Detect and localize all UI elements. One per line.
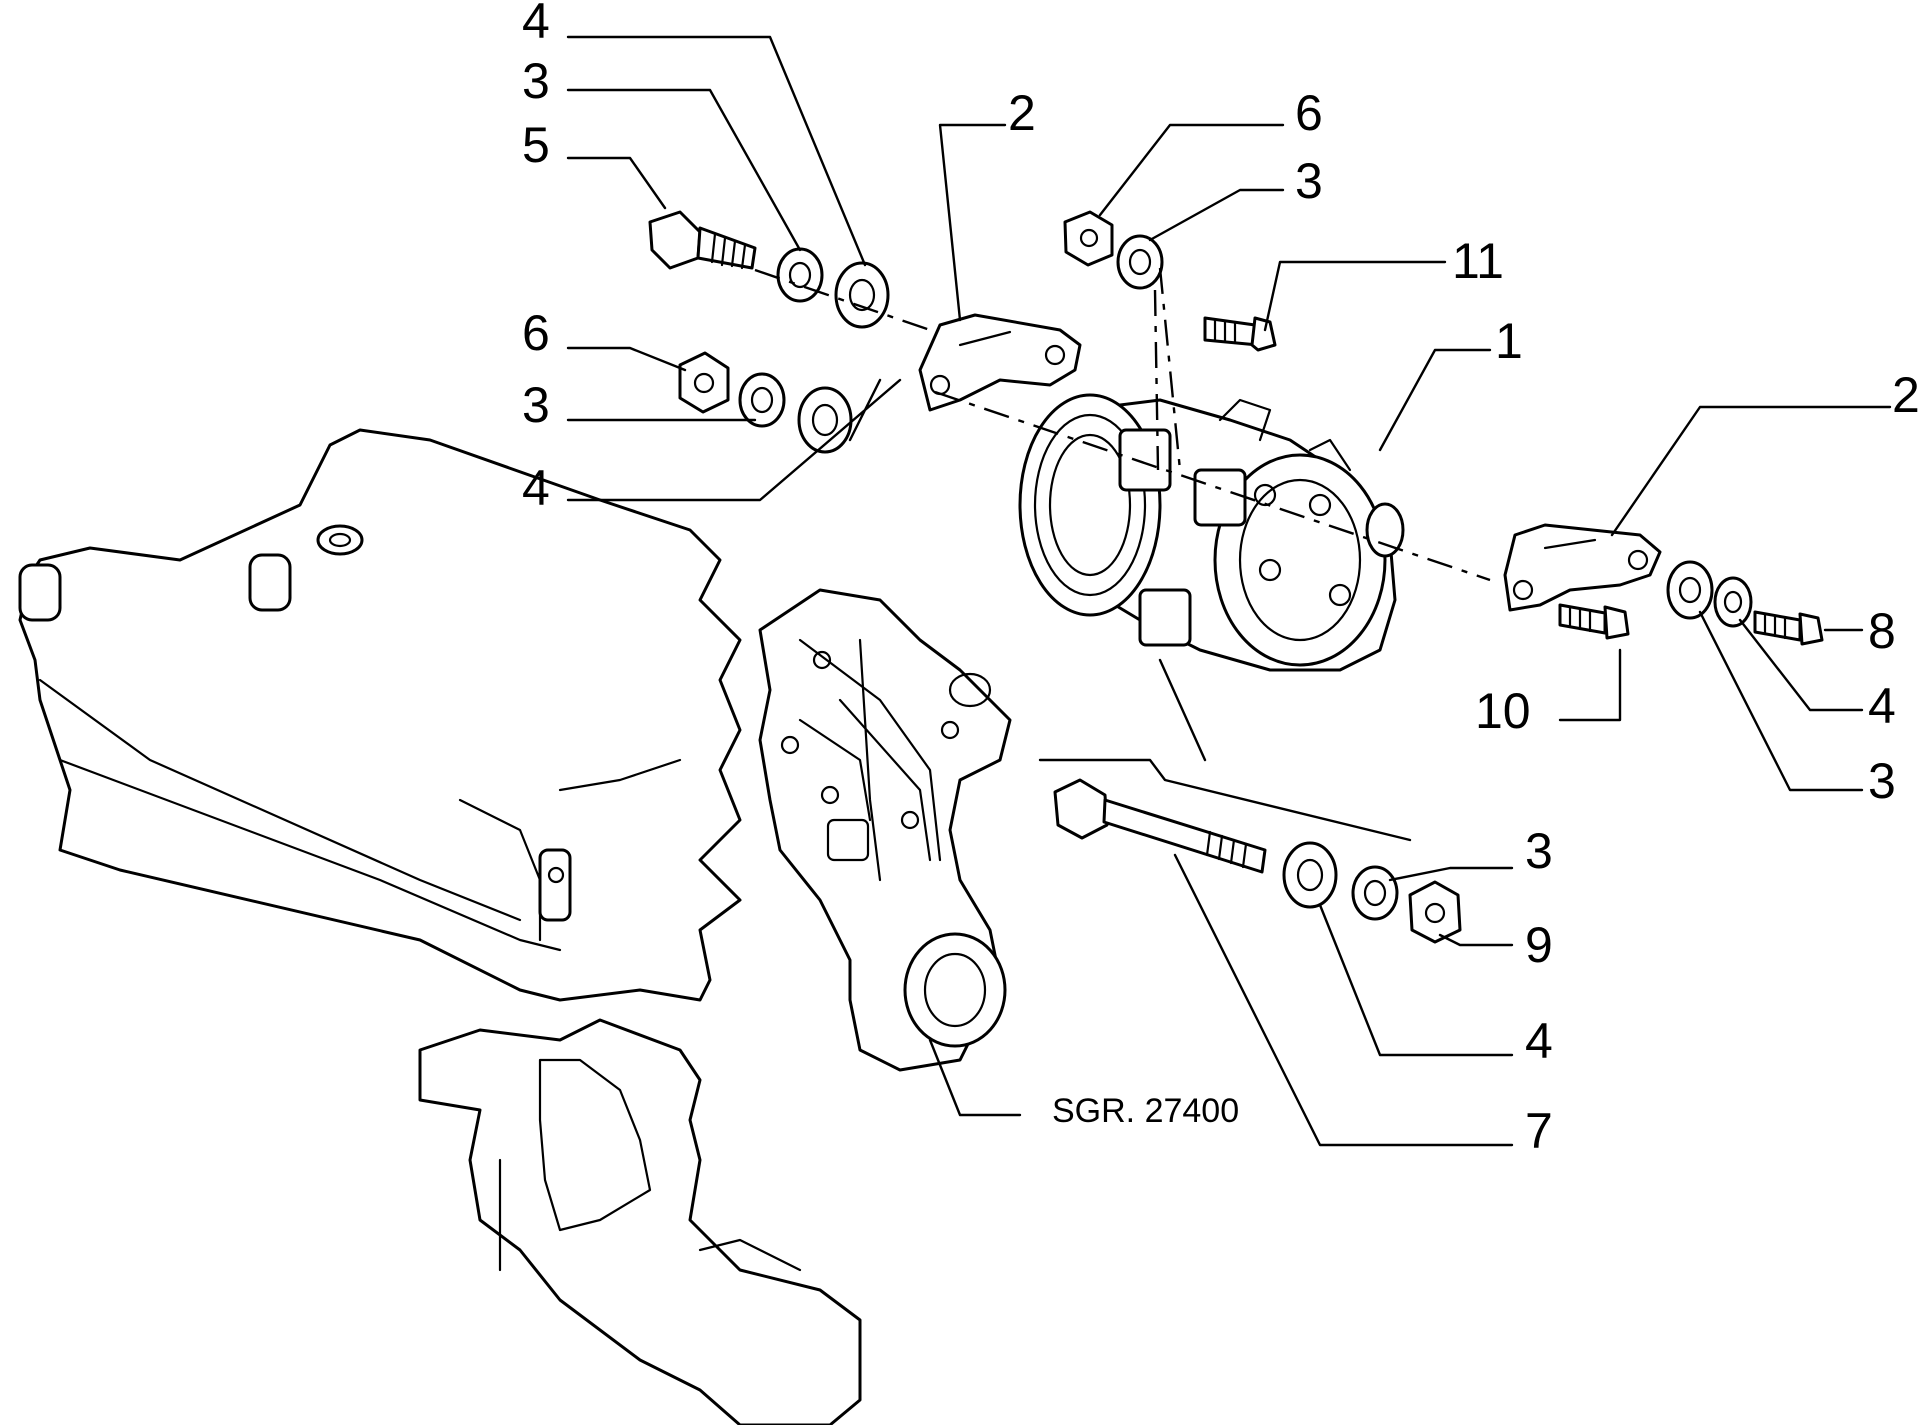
- washer-3-right: [1666, 560, 1714, 620]
- callout-1: 1: [1495, 313, 1523, 369]
- ac-compressor: [1018, 393, 1405, 672]
- alignment-lines: [754, 267, 1491, 842]
- callout-3-right: 3: [1868, 753, 1896, 809]
- callout-11: 11: [1452, 233, 1504, 289]
- spring-washer-4-right: [1713, 576, 1753, 628]
- callout-3-topmid: 3: [1295, 153, 1323, 209]
- callout-2-right: 2: [1892, 367, 1920, 423]
- engine-block: [18, 428, 862, 1425]
- reference-sgr: SGR. 27400: [1052, 1092, 1239, 1130]
- callout-6-mid: 6: [522, 305, 550, 361]
- callout-5: 5: [522, 117, 550, 173]
- compressor-support-bracket: [758, 588, 1012, 1072]
- callout-labels: 4 3 5 2 6 3 11 1 6 3 4 2 8 4 3 10 3 9 4 …: [522, 0, 1920, 1159]
- callout-9: 9: [1525, 917, 1553, 973]
- spring-washer-3-bottom: [1351, 865, 1399, 921]
- washer-4-top: [834, 261, 890, 329]
- spring-washer-3-top: [776, 247, 824, 303]
- callout-3-top: 3: [522, 53, 550, 109]
- bolt-10: [1558, 603, 1630, 640]
- washer-4-bottom: [1282, 841, 1338, 909]
- callout-7: 7: [1525, 1103, 1553, 1159]
- bolt-7: [1053, 778, 1267, 874]
- callout-3-bottom: 3: [1525, 823, 1553, 879]
- washer-4-mid: [797, 386, 853, 454]
- callout-4-bottom: 4: [1525, 1013, 1553, 1069]
- callout-10: 10: [1475, 683, 1531, 739]
- washer-3-topmid: [1116, 234, 1164, 290]
- nut-6-mid: [678, 351, 730, 414]
- callout-4-top: 4: [522, 0, 550, 49]
- bolt-8: [1753, 610, 1824, 646]
- callout-6-top: 6: [1295, 85, 1323, 141]
- nut-9: [1408, 880, 1462, 944]
- nut-6-top: [1063, 210, 1114, 267]
- callout-2-top: 2: [1008, 85, 1036, 141]
- bracket-2-left: [918, 313, 1082, 412]
- bolt-5: [648, 210, 757, 270]
- bracket-2-right: [1503, 523, 1662, 612]
- callout-8: 8: [1868, 603, 1896, 659]
- callout-4-mid: 4: [522, 460, 550, 516]
- spring-washer-3-mid: [738, 372, 786, 428]
- bolt-11: [1203, 316, 1277, 352]
- callout-3-mid: 3: [522, 377, 550, 433]
- callout-4-right: 4: [1868, 678, 1896, 734]
- leader-lines: [566, 35, 1892, 1147]
